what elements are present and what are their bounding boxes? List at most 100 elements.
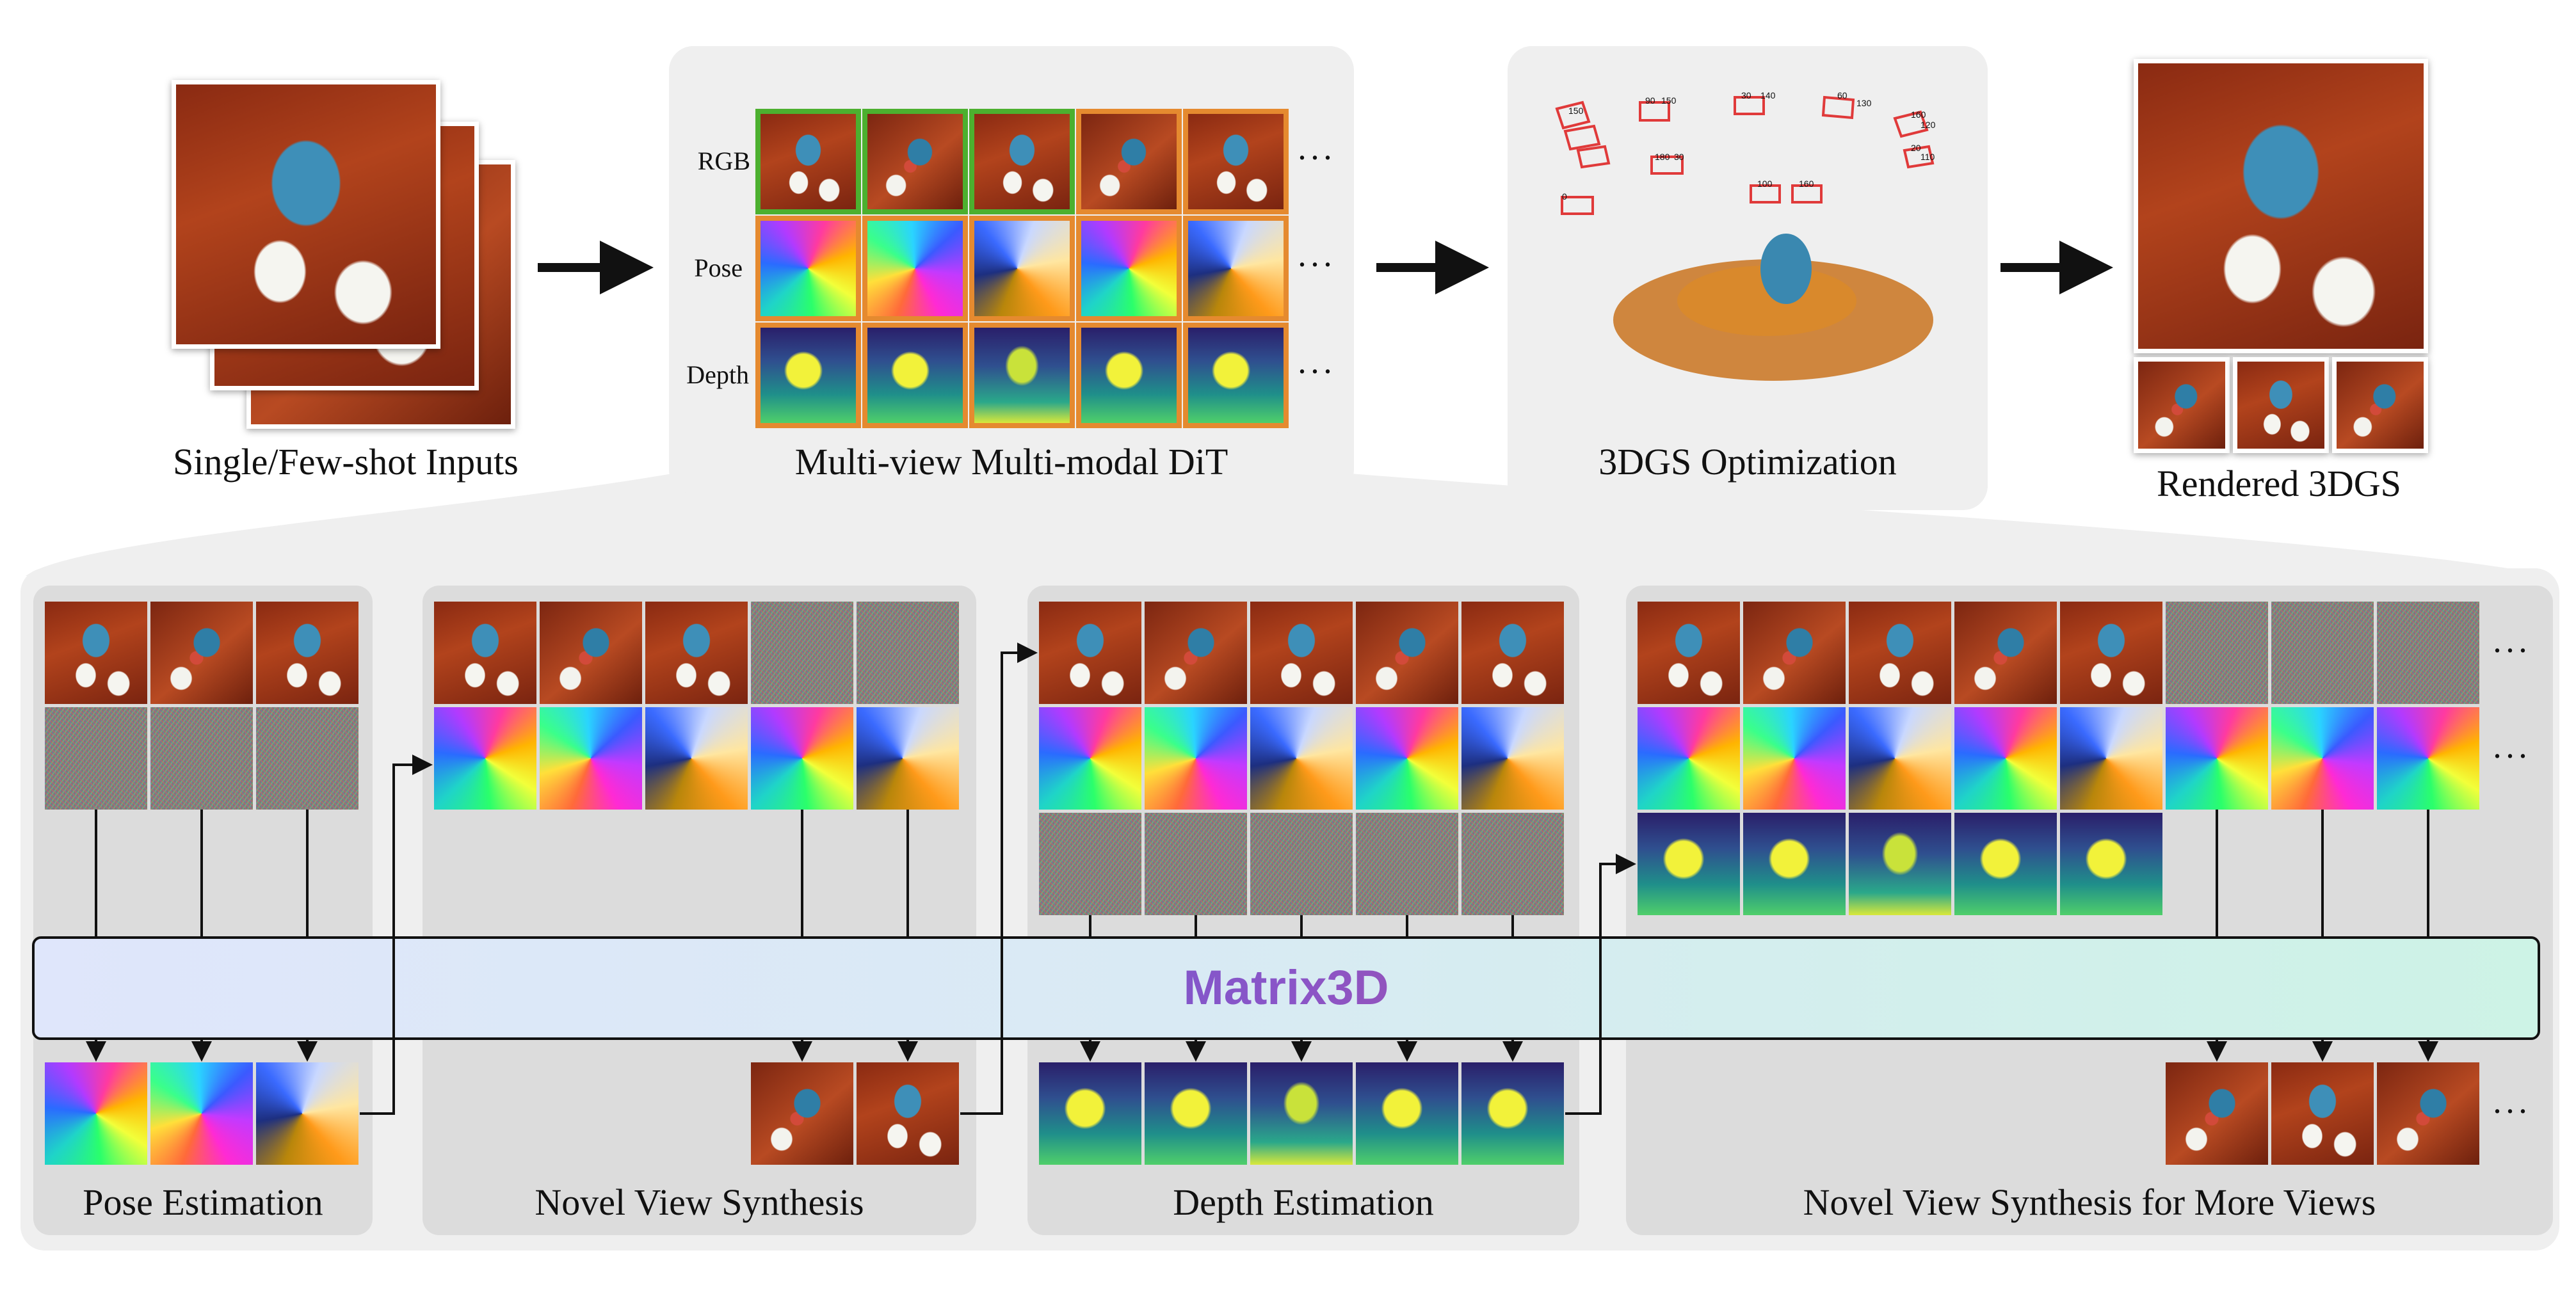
mv-noise-2: [2271, 602, 2374, 704]
mv-pose-4: [1954, 707, 2057, 810]
pe-out-pose-2: [150, 1062, 253, 1165]
pe-out-pose-1: [45, 1062, 147, 1165]
de-out-depth-4: [1356, 1062, 1458, 1165]
nvs-rgb-1: [434, 602, 536, 704]
mv-depth-4: [1954, 813, 2057, 915]
de-noise-2: [1145, 813, 1247, 915]
mv-pose-6: [2166, 707, 2268, 810]
depth-estimation-caption: Depth Estimation: [1173, 1181, 1434, 1223]
svg-text:150: 150: [1661, 95, 1677, 106]
inputs-caption: Single/Few-shot Inputs: [173, 441, 519, 483]
camera-frustums: [1555, 95, 1935, 215]
mv-out-rgb-2: [2271, 1062, 2374, 1165]
mv-pose-1: [1638, 707, 1740, 810]
dit-caption: Multi-view Multi-modal DiT: [794, 441, 1228, 483]
point-cloud-backpack: [1760, 234, 1812, 304]
row-label-depth: Depth: [686, 360, 749, 389]
nvs-rgb-3: [645, 602, 748, 704]
de-pose-4: [1356, 707, 1458, 810]
matrix3d-model-band: Matrix3D: [32, 936, 2540, 1040]
mv-rgb-2: [1743, 602, 1846, 704]
mv-pose-ellipsis: ···: [2491, 737, 2530, 775]
mv-pose-2: [1743, 707, 1846, 810]
mv-rgb-5: [2060, 602, 2162, 704]
mv-depth-5: [2060, 813, 2162, 915]
de-noise-3: [1250, 813, 1353, 915]
pe-noise-3: [256, 707, 358, 810]
svg-text:90: 90: [1645, 95, 1655, 106]
mv-rgb-1: [1638, 602, 1740, 704]
de-pose-1: [1039, 707, 1141, 810]
nvs-rgb-2: [540, 602, 642, 704]
dit-depth-5: [1183, 323, 1289, 428]
camera-labels: 150 90 150 30 140 60 130 120 110 160 180…: [1562, 90, 1936, 202]
dit-pose-5: [1183, 216, 1289, 321]
rendered-view-2: [2233, 357, 2329, 453]
nvs-out-rgb-1: [751, 1062, 853, 1165]
dit-pose-3: [969, 216, 1075, 321]
nvs-pose-3: [645, 707, 748, 810]
nvs-pose-4: [751, 707, 853, 810]
de-rgb-5: [1461, 602, 1564, 704]
input-photo-front: [172, 80, 440, 349]
dit-rgb-5: [1183, 109, 1289, 214]
matrix3d-label: Matrix3D: [35, 939, 2538, 1037]
nvs-pose-5: [857, 707, 959, 810]
pe-rgb-3: [256, 602, 358, 704]
svg-text:160: 160: [1799, 179, 1814, 189]
more-views-caption: Novel View Synthesis for More Views: [1803, 1181, 2376, 1223]
mv-pose-8: [2377, 707, 2479, 810]
de-out-depth-5: [1461, 1062, 1564, 1165]
mv-pose-5: [2060, 707, 2162, 810]
de-rgb-1: [1039, 602, 1141, 704]
render-caption: Rendered 3DGS: [2157, 463, 2401, 504]
dit-rgb-2: [862, 109, 968, 214]
svg-text:100: 100: [1757, 179, 1773, 189]
dit-depth-ellipsis: ···: [1296, 352, 1335, 390]
de-out-depth-1: [1039, 1062, 1141, 1165]
svg-text:110: 110: [1920, 152, 1935, 162]
novel-view-synthesis-caption: Novel View Synthesis: [535, 1181, 864, 1223]
row-label-rgb: RGB: [697, 147, 750, 175]
nvs-noise-1: [751, 602, 853, 704]
pe-rgb-1: [45, 602, 147, 704]
nvs-noise-2: [857, 602, 959, 704]
rendered-view-3: [2332, 357, 2428, 453]
mv-out-ellipsis: ···: [2491, 1092, 2530, 1130]
pe-out-pose-3: [256, 1062, 358, 1165]
de-noise-5: [1461, 813, 1564, 915]
mv-depth-3: [1849, 813, 1951, 915]
svg-text:130: 130: [1856, 98, 1872, 108]
svg-text:140: 140: [1760, 90, 1776, 100]
dit-rgb-ellipsis: ···: [1296, 138, 1335, 177]
mv-rgb-4: [1954, 602, 2057, 704]
mv-depth-2: [1743, 813, 1846, 915]
mv-pose-3: [1849, 707, 1951, 810]
rendered-view-1: [2134, 357, 2230, 453]
de-rgb-3: [1250, 602, 1353, 704]
dit-depth-4: [1076, 323, 1182, 428]
de-noise-4: [1356, 813, 1458, 915]
mv-depth-1: [1638, 813, 1740, 915]
de-pose-5: [1461, 707, 1564, 810]
mv-noise-3: [2377, 602, 2479, 704]
row-label-pose: Pose: [694, 253, 743, 282]
nvs-pose-2: [540, 707, 642, 810]
pose-estimation-caption: Pose Estimation: [83, 1181, 323, 1223]
mv-rgb-ellipsis: ···: [2491, 631, 2530, 669]
svg-text:150: 150: [1568, 106, 1584, 116]
svg-text:120: 120: [1920, 120, 1936, 130]
svg-text:180: 180: [1655, 152, 1670, 162]
de-rgb-2: [1145, 602, 1247, 704]
de-out-depth-3: [1250, 1062, 1353, 1165]
svg-text:30: 30: [1674, 152, 1684, 162]
dit-rgb-1: [755, 109, 861, 214]
dit-depth-2: [862, 323, 968, 428]
de-pose-3: [1250, 707, 1353, 810]
dit-pose-ellipsis: ···: [1296, 245, 1335, 284]
dit-rgb-4: [1076, 109, 1182, 214]
